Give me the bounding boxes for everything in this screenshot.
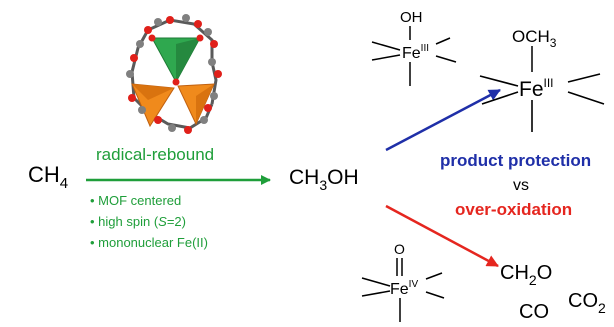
product-protection-label: product protection (440, 151, 591, 170)
carbon-monoxide-label: CO (519, 301, 549, 323)
fe-methoxo-complex: OCH3 FeIII (479, 27, 605, 132)
bullet-high-spin: • high spin (S=2) (90, 214, 186, 229)
green-polyhedron-shade (176, 38, 200, 82)
mechanism-bullets: • MOF centered • high spin (S=2) • monon… (90, 193, 208, 250)
bullet-mononuclear: • mononuclear Fe(II) (90, 235, 208, 250)
hydroxo-metal: FeIII (402, 43, 429, 62)
oxo-ligand: O (394, 241, 405, 257)
cluster-atoms (126, 14, 222, 134)
methoxo-metal: FeIII (519, 76, 554, 101)
formaldehyde-label: CH2O (500, 262, 552, 288)
orange-polyhedron-left-shade (132, 84, 174, 100)
overoxidation-arrow (385, 204, 499, 268)
overoxidation-label: over-oxidation (455, 200, 572, 219)
fe-hydroxo-complex: OH FeIII (371, 9, 457, 86)
methoxo-ligand: OCH3 (512, 27, 557, 50)
fe-oxo-complex: O FeIV (361, 241, 445, 322)
product-label: CH3OH (289, 166, 359, 193)
reactant-label: CH4 (28, 162, 68, 192)
bullet-mof-centered: • MOF centered (90, 193, 181, 208)
hydroxo-ligand: OH (400, 9, 423, 26)
orange-polyhedron-right-shade (196, 84, 214, 124)
oxo-metal: FeIV (390, 279, 418, 298)
mechanism-label: radical-rebound (96, 145, 214, 164)
versus-label: vs (513, 177, 529, 194)
mof-cluster-illustration (126, 14, 222, 134)
protection-arrow (385, 88, 501, 152)
carbon-dioxide-label: CO2 (568, 290, 606, 316)
